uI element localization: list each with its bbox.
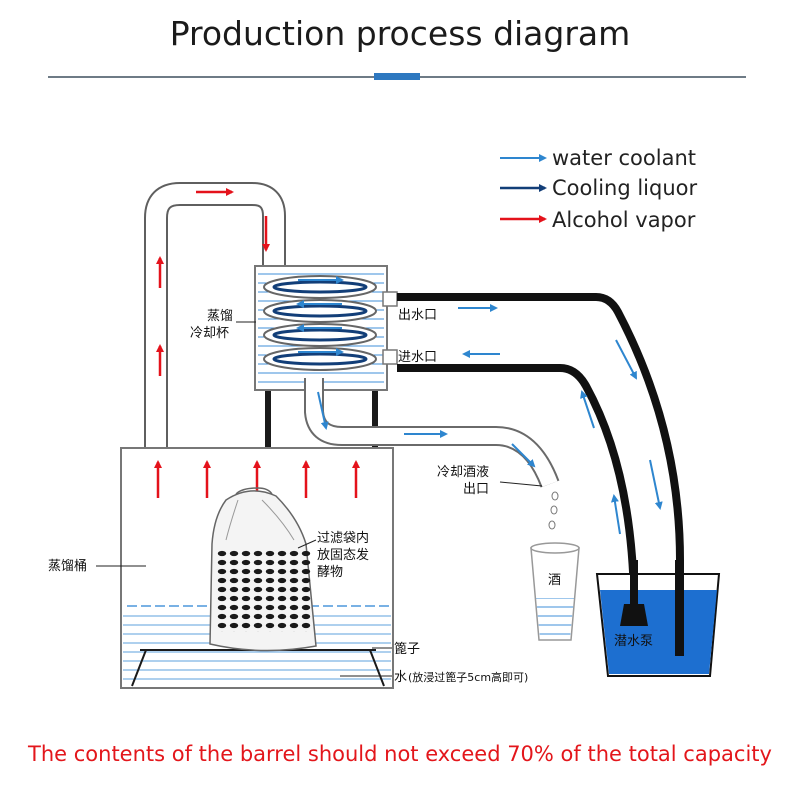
condenser-leg <box>372 388 378 448</box>
legend-label-liquor: Cooling liquor <box>552 176 698 200</box>
legend-label-water: water coolant <box>552 146 696 170</box>
condenser-coil <box>263 275 377 371</box>
legend: water coolant Cooling liquor Alcohol vap… <box>500 146 698 232</box>
label-liquor-outlet-line2: 出口 <box>463 482 489 497</box>
liquor-outlet-pipe <box>304 378 560 488</box>
water-tubes <box>397 293 684 650</box>
capacity-warning: The contents of the barrel should not ex… <box>28 742 772 766</box>
label-water-inlet: 进水口 <box>398 350 437 365</box>
liquor-glass <box>530 542 580 641</box>
label-barrel: 蒸馏桶 <box>48 559 87 574</box>
label-filter-bag-line2: 放固态发 <box>317 547 369 563</box>
water-bucket <box>595 560 721 677</box>
label-water-note: (放浸过篦子5cm高即可) <box>408 670 528 684</box>
label-water: 水 <box>394 670 407 685</box>
label-water-outlet: 出水口 <box>398 308 437 323</box>
title-accent-bar <box>374 73 420 80</box>
label-glass: 酒 <box>548 573 561 588</box>
page-title: Production process diagram <box>169 14 631 53</box>
label-filter-bag-line3: 酵物 <box>317 565 343 580</box>
label-condenser-line2: 冷却杯 <box>190 326 229 341</box>
label-grate: 篦子 <box>394 642 420 657</box>
liquor-drops <box>548 491 559 530</box>
component-labels: 蒸馏 冷却杯 出水口 进水口 冷却酒液 出口 过滤袋内 放固态发 酵物 蒸馏桶 … <box>48 308 653 685</box>
water-flow-arrows <box>458 304 663 535</box>
vapor-flow-arrows <box>156 188 270 376</box>
label-condenser-line1: 蒸馏 <box>207 309 233 324</box>
vapor-pipe <box>144 182 286 448</box>
filter-bag <box>209 487 317 652</box>
condenser-leg <box>265 388 271 448</box>
label-filter-bag-line1: 过滤袋内 <box>317 530 369 546</box>
label-liquor-outlet-line1: 冷却酒液 <box>437 465 489 480</box>
legend-label-vapor: Alcohol vapor <box>552 208 696 232</box>
label-pump: 潜水泵 <box>614 634 653 649</box>
